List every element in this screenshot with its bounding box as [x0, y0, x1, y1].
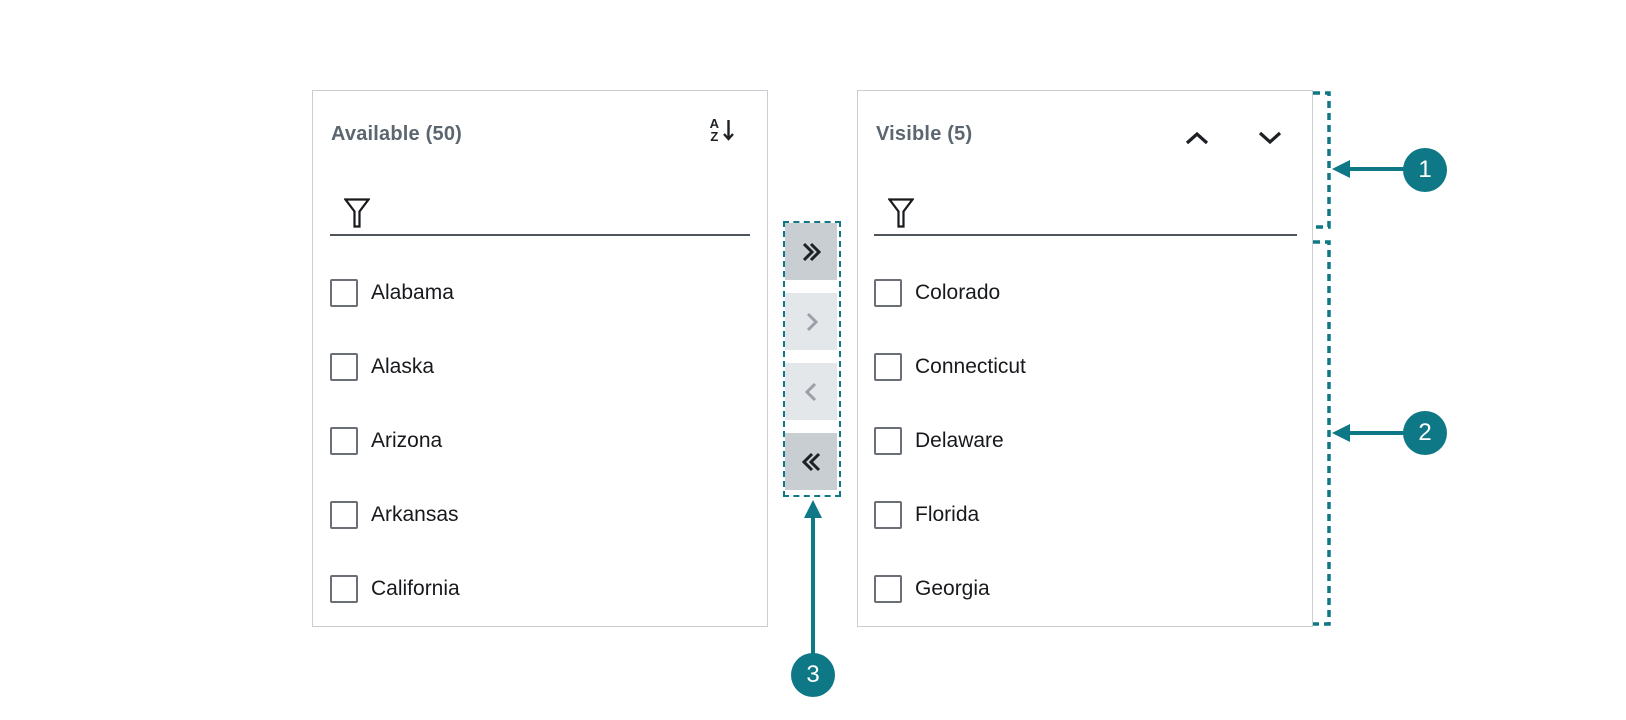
- chevron-left-icon: [804, 382, 816, 401]
- transfer-buttons-group: [783, 221, 841, 497]
- visible-filter-field: [874, 186, 1299, 236]
- checkbox[interactable]: [874, 353, 902, 381]
- checkbox[interactable]: [330, 575, 358, 603]
- checkbox[interactable]: [874, 575, 902, 603]
- list-item-label: Arkansas: [371, 503, 459, 526]
- funnel-icon: [344, 198, 370, 228]
- checkbox[interactable]: [330, 279, 358, 307]
- callout-2-label: 2: [1418, 419, 1432, 446]
- list-item[interactable]: Colorado: [874, 279, 1000, 307]
- funnel-icon: [888, 198, 914, 228]
- callout-1-label: 1: [1418, 156, 1432, 183]
- annotation-arrowhead-3: [804, 500, 822, 518]
- available-filter-field: [330, 186, 752, 236]
- list-item-label: Georgia: [915, 577, 990, 600]
- chevron-right-icon: [806, 312, 818, 331]
- list-item-label: Alabama: [371, 281, 454, 304]
- checkbox[interactable]: [874, 279, 902, 307]
- callout-3-label: 3: [806, 661, 820, 688]
- double-chevron-left-icon: [801, 452, 820, 471]
- move-up-button[interactable]: [1179, 120, 1215, 156]
- callout-2: 2: [1403, 411, 1447, 455]
- annotation-arrowhead-2: [1332, 424, 1350, 442]
- move-all-right-button[interactable]: [785, 223, 837, 280]
- list-item[interactable]: California: [330, 575, 460, 603]
- list-item[interactable]: Florida: [874, 501, 979, 529]
- checkbox[interactable]: [330, 501, 358, 529]
- list-item-label: Colorado: [915, 281, 1001, 304]
- list-item-label: California: [371, 577, 460, 600]
- list-item[interactable]: Arkansas: [330, 501, 459, 529]
- callout-1: 1: [1403, 148, 1447, 192]
- available-filter-input[interactable]: [380, 194, 752, 230]
- list-item[interactable]: Alabama: [330, 279, 454, 307]
- list-item-label: Connecticut: [915, 355, 1026, 378]
- move-left-button[interactable]: [785, 363, 837, 420]
- list-item[interactable]: Georgia: [874, 575, 990, 603]
- visible-panel-title: Visible (5): [876, 123, 973, 145]
- list-item-label: Arizona: [371, 429, 443, 452]
- annotation-arrowhead-1: [1332, 160, 1350, 178]
- checkbox[interactable]: [874, 501, 902, 529]
- annotation-bracket-header: [1313, 91, 1331, 229]
- list-item[interactable]: Delaware: [874, 427, 1004, 455]
- checkbox[interactable]: [330, 427, 358, 455]
- list-item-label: Alaska: [371, 355, 435, 378]
- list-item[interactable]: Arizona: [330, 427, 442, 455]
- list-item[interactable]: Connecticut: [874, 353, 1026, 381]
- list-item[interactable]: Alaska: [330, 353, 434, 381]
- chevron-down-icon: [1258, 131, 1282, 145]
- annotation-bracket-list: [1313, 240, 1331, 626]
- list-item-label: Florida: [915, 503, 980, 526]
- move-down-button[interactable]: [1252, 120, 1288, 156]
- visible-filter-input[interactable]: [924, 194, 1299, 230]
- chevron-up-icon: [1185, 131, 1209, 145]
- move-right-button[interactable]: [785, 293, 837, 350]
- double-chevron-right-icon: [802, 242, 821, 261]
- checkbox[interactable]: [330, 353, 358, 381]
- move-all-left-button[interactable]: [785, 433, 837, 490]
- available-panel-title: Available (50): [331, 123, 463, 145]
- visible-panel: Visible (5) Colorado Connecticut: [857, 90, 1313, 627]
- callout-3: 3: [791, 653, 835, 697]
- arrow-down-icon: [723, 120, 734, 141]
- list-item-label: Delaware: [915, 429, 1004, 452]
- checkbox[interactable]: [874, 427, 902, 455]
